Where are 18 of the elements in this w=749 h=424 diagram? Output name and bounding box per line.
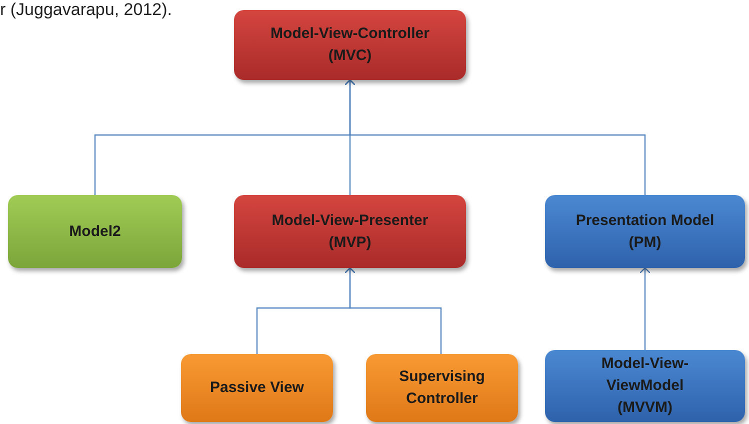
node-label: Model-View-Controller (MVC) xyxy=(270,24,430,66)
node-label: Presentation Model (PM) xyxy=(574,210,716,252)
node-label: Model2 xyxy=(69,222,121,242)
connector-arrow xyxy=(344,267,442,354)
process-box xyxy=(545,350,745,422)
citation-text: r (Juggavarapu, 2012). xyxy=(0,0,172,20)
process-box xyxy=(8,195,182,268)
connector-arrow xyxy=(639,267,651,350)
node-label: Model-View-Presenter (MVP) xyxy=(270,210,430,252)
node-label: Passive View xyxy=(210,378,304,398)
process-box xyxy=(181,354,333,422)
connector-arrow xyxy=(344,79,646,195)
process-box xyxy=(234,10,466,80)
process-box xyxy=(366,354,518,422)
node-label: Model-View- ViewModel (MVVM) xyxy=(600,354,690,418)
node-label: Supervising Controller xyxy=(398,367,486,409)
process-box xyxy=(234,195,466,268)
process-box xyxy=(545,195,745,268)
